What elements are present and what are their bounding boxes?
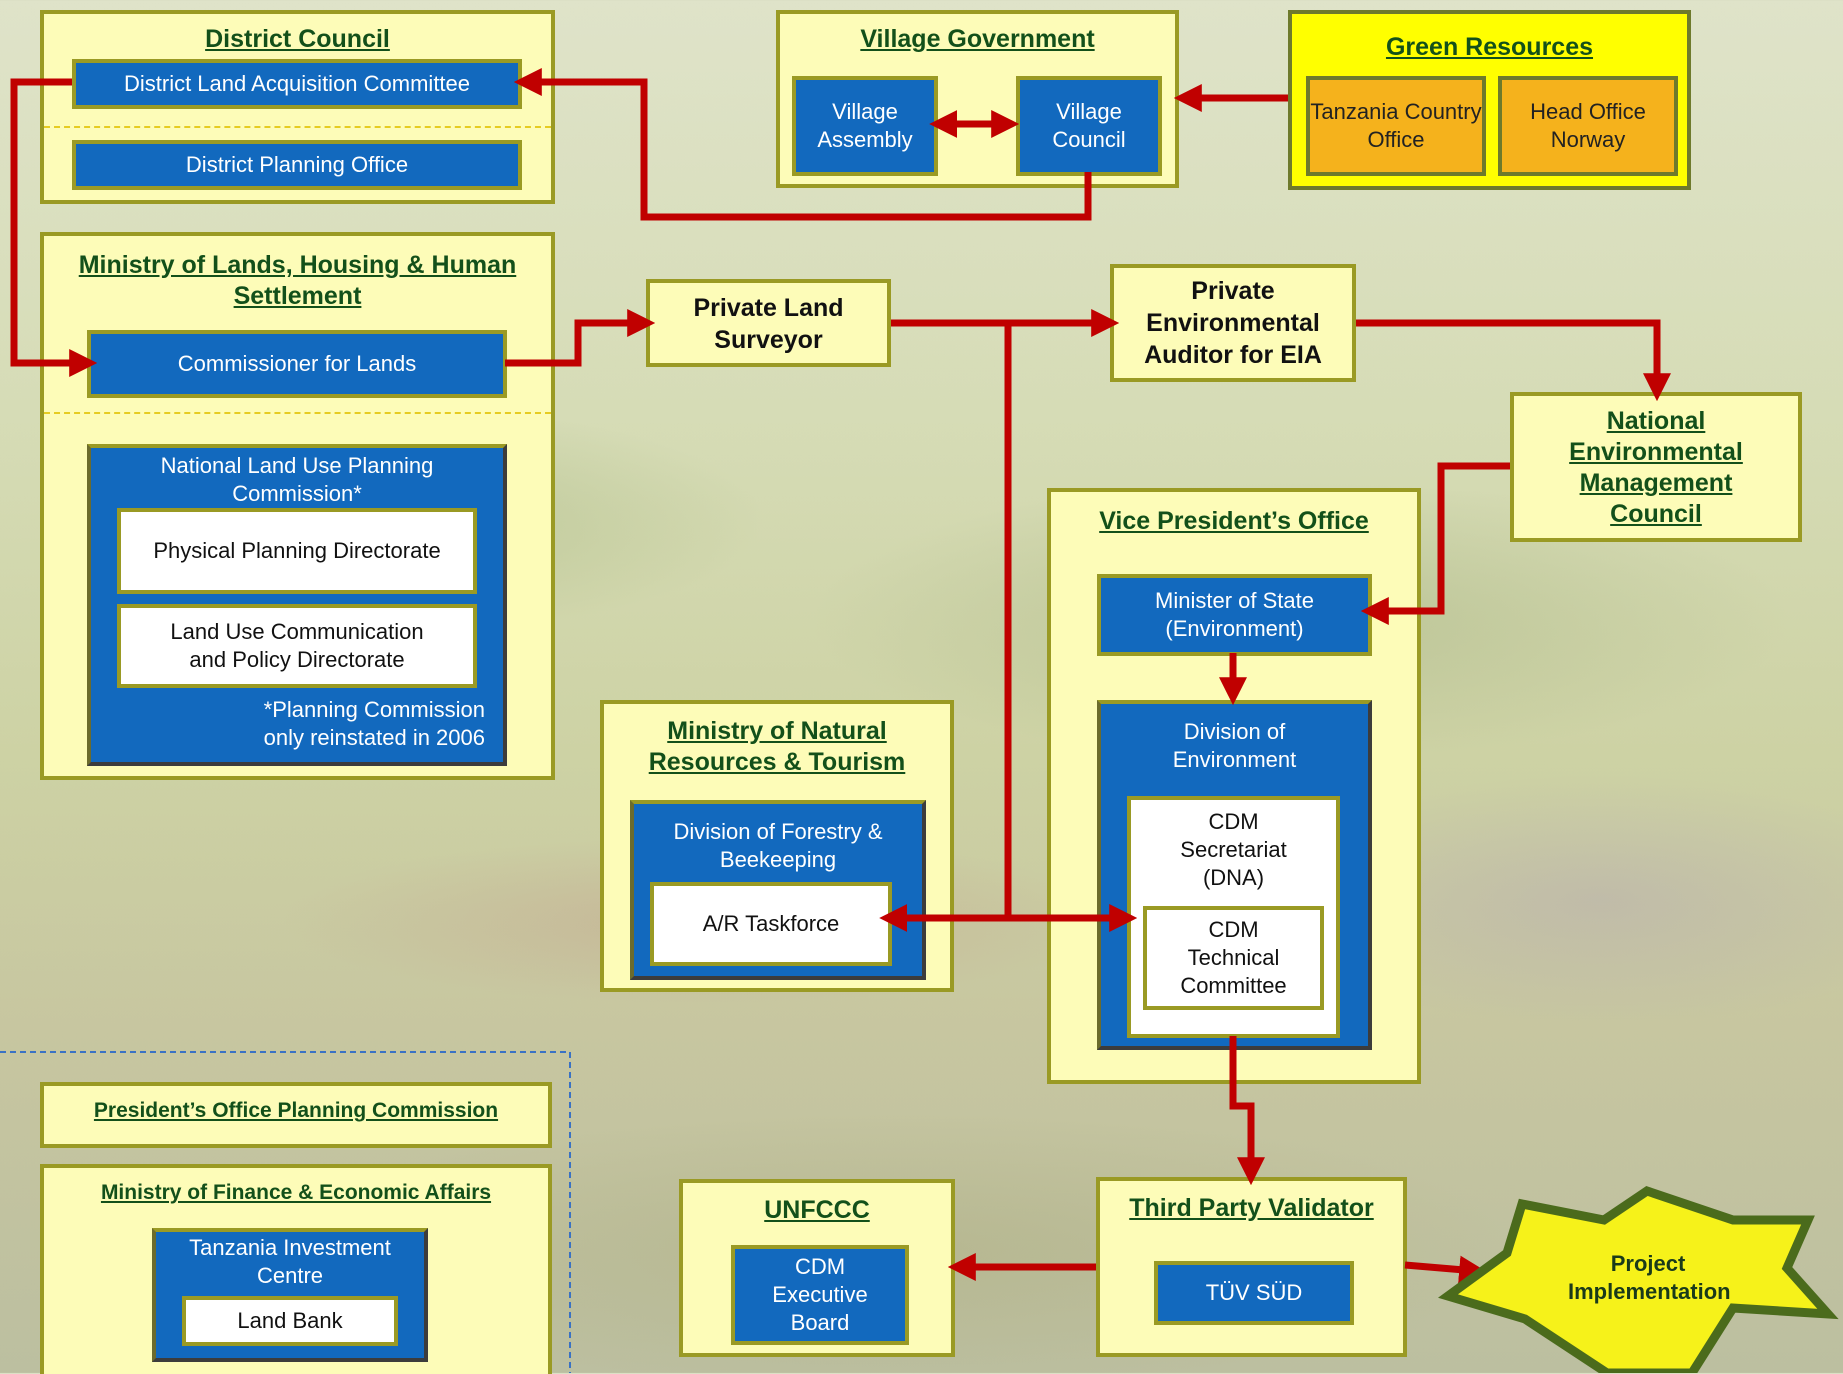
national-land-use-planning-commission: National Land Use Planning Commission* P… [87,444,507,766]
tanzania-country-office: Tanzania Country Office [1306,76,1486,176]
vice-presidents-office-box: Vice President’s Office Minister of Stat… [1047,488,1421,1084]
nlupc-label: National Land Use Planning Commission* [160,453,434,506]
planning-commission-footnote: *Planning Commission only reinstated in … [263,697,485,750]
village-assembly: Village Assembly [792,76,938,176]
arrow-village-council-to-acquisition [513,68,1092,221]
project-implementation: Project Implementation [1568,1251,1731,1304]
cdm-secretariat-label: CDM Secretariat (DNA) [1180,809,1287,890]
arrow-commissioner-to-surveyor [505,309,656,367]
ministry-of-lands-title: Ministry of Lands, Housing & Human Settl… [78,251,517,310]
tanzania-investment-centre-label: Tanzania Investment Centre [189,1235,391,1288]
arrow-division-to-validator [1229,1036,1265,1186]
arrow-auditor-to-nemc [1356,319,1671,402]
cdm-executive-board: CDM Executive Board [731,1245,909,1345]
commissioner-for-lands: Commissioner for Lands [87,330,507,398]
district-council-box: District Council District Land Acquisiti… [40,10,555,204]
village-government-title: Village Government [860,25,1095,53]
mnrt-box: Ministry of Natural Resources & Tourism … [600,700,954,992]
green-resources-title: Green Resources [1385,33,1594,61]
third-party-validator-title: Third Party Validator [1129,1194,1374,1222]
forestry-label: Division of Forestry & Beekeeping [673,819,883,872]
project-implementation-star [1438,1186,1839,1373]
third-party-validator-box: Third Party Validator TÜV SÜD [1096,1177,1407,1357]
ministry-of-finance-title: Ministry of Finance & Economic Affairs [100,1181,492,1204]
district-planning-office: District Planning Office [72,140,522,190]
green-resources-box: Green Resources Tanzania Country Office … [1288,10,1691,190]
ar-taskforce: A/R Taskforce [650,882,892,966]
presidents-office-planning-commission: President’s Office Planning Commission [93,1099,499,1122]
private-land-surveyor: Private Land Surveyor [693,294,844,354]
cdm-technical-committee: CDM Technical Committee [1143,906,1324,1010]
land-bank: Land Bank [182,1296,398,1346]
ministry-of-finance-box: Ministry of Finance & Economic Affairs T… [40,1164,552,1374]
physical-planning-directorate: Physical Planning Directorate [117,508,477,594]
land-use-communication-directorate: Land Use Communication and Policy Direct… [117,604,477,688]
unfccc-title: UNFCCC [764,1196,870,1224]
vpo-title: Vice President’s Office [1099,507,1369,535]
private-environmental-auditor: Private Environmental Auditor for EIA [1144,277,1322,369]
arrow-nemc-to-minister [1360,462,1510,625]
presidents-office-planning-commission-box: President’s Office Planning Commission [40,1082,552,1148]
divider [44,126,551,128]
division-of-forestry-beekeeping: Division of Forestry & Beekeeping A/R Ta… [630,800,926,980]
arrow-acquisition-to-commissioner [10,78,98,377]
dashed-region-border [0,1051,571,1373]
district-council-title: District Council [205,25,390,53]
minister-of-state-environment: Minister of State (Environment) [1097,574,1372,656]
nemc-box: National Environmental Management Counci… [1510,392,1802,542]
division-of-environment-label: Division of Environment [1172,719,1297,772]
division-of-environment: Division of Environment CDM Secretariat … [1097,700,1372,1050]
divider [44,412,551,414]
ministry-of-lands-box: Ministry of Lands, Housing & Human Settl… [40,232,555,780]
cdm-secretariat: CDM Secretariat (DNA) CDM Technical Comm… [1127,796,1340,1038]
tanzania-investment-centre: Tanzania Investment Centre Land Bank [152,1228,428,1362]
arrow-tuv-to-project [1404,1255,1488,1284]
head-office-norway: Head Office Norway [1498,76,1678,176]
private-land-surveyor-box: Private Land Surveyor [646,279,891,367]
mnrt-title: Ministry of Natural Resources & Tourism [648,717,906,776]
tuv-sud: TÜV SÜD [1154,1261,1354,1325]
nemc-title: National Environmental Management Counci… [1569,407,1743,528]
